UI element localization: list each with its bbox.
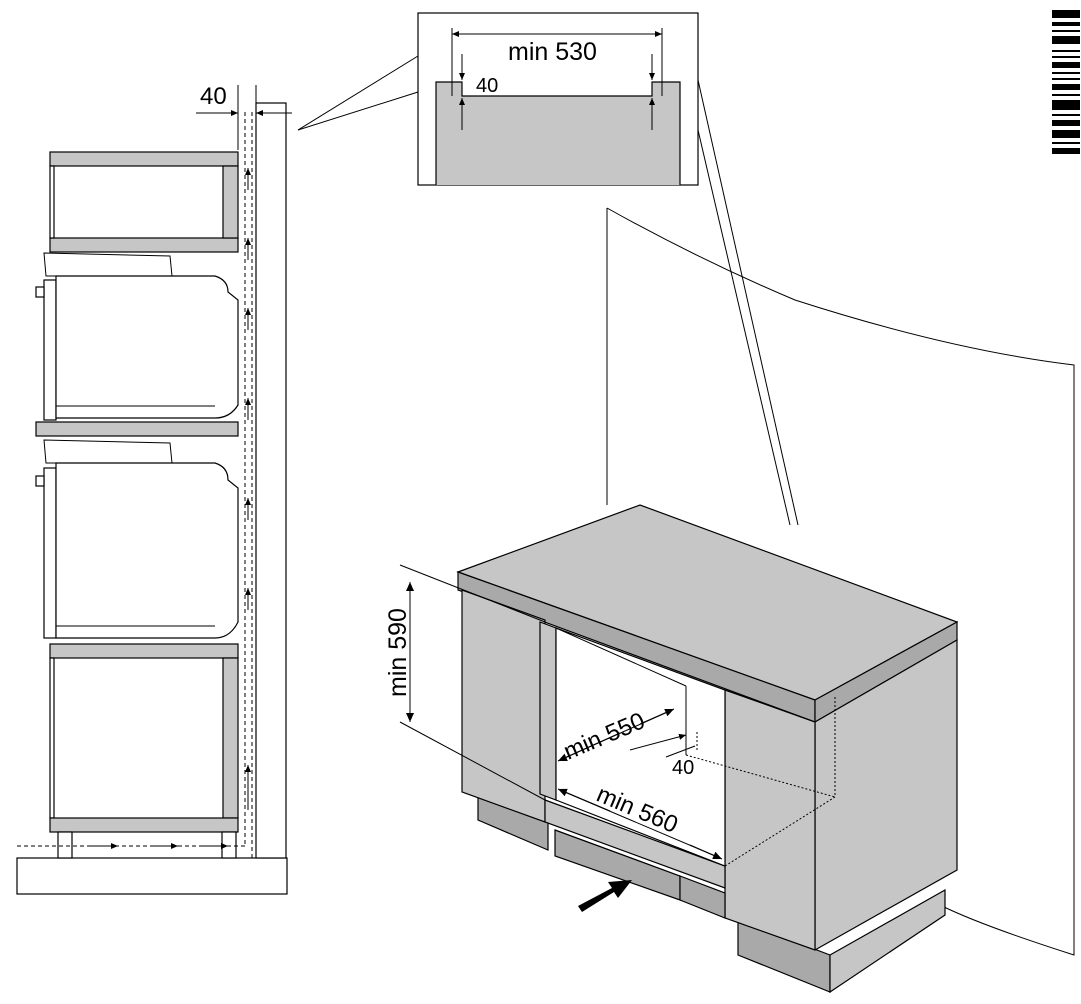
- side-section-view: 40: [16, 55, 419, 895]
- barcode: [1052, 10, 1080, 154]
- ventilation-path: [17, 112, 253, 858]
- lower-cabinet: [49, 643, 239, 859]
- upper-cabinet: [49, 151, 239, 253]
- back-wall: [606, 207, 1075, 956]
- height-label: min 590: [384, 608, 412, 697]
- air-intake-arrow: [578, 880, 632, 912]
- detail-gap-label: 40: [476, 75, 498, 97]
- rear-wall-panel: [255, 102, 287, 859]
- rear-gap-label: 40: [672, 757, 694, 779]
- cabinet-view: min 590 min 550 min 560 40: [384, 207, 1075, 994]
- side-gap-dimension: 40: [196, 83, 292, 150]
- detail-width-label: min 530: [508, 38, 597, 66]
- floor-plinth: [16, 857, 288, 895]
- upper-oven: [35, 252, 239, 421]
- side-gap-label: 40: [200, 83, 227, 110]
- left-cabinet: [461, 589, 546, 823]
- lower-oven: [35, 439, 239, 639]
- right-cabinet: [724, 689, 816, 951]
- detail-view: min 530 40: [417, 12, 799, 526]
- middle-shelf: [35, 421, 239, 437]
